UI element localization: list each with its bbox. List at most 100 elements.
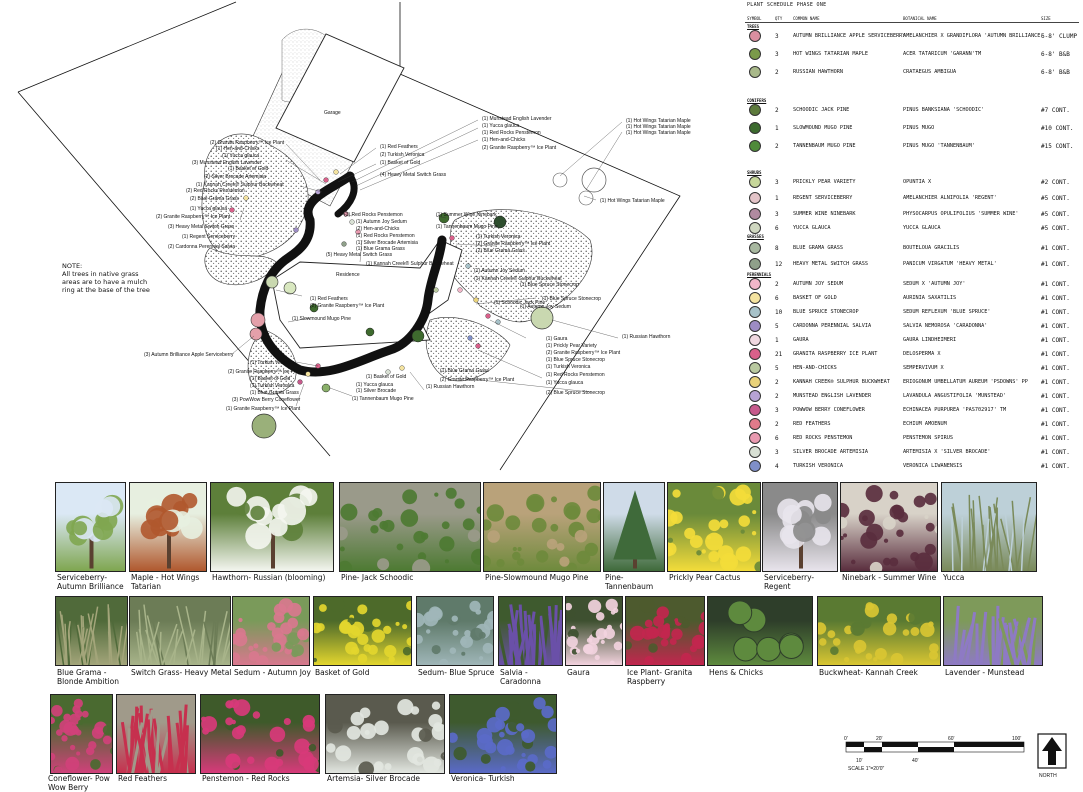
row-size: #5 CONT. — [1041, 225, 1070, 232]
plant-photo — [339, 482, 481, 572]
plant-photo — [667, 482, 761, 572]
plant-photo — [498, 596, 563, 666]
row-size: #10 CONT. — [1041, 125, 1074, 132]
svg-text:(1) Hen-and-Chicks: (1) Hen-and-Chicks — [482, 137, 526, 143]
svg-text:(1) Blue Grama Grass: (1) Blue Grama Grass — [440, 368, 489, 374]
row-common-name: PRICKLY PEAR VARIETY — [793, 179, 855, 185]
svg-text:(2) Granite Raspberry™ Ice Pla: (2) Granite Raspberry™ Ice Plant — [156, 214, 231, 220]
svg-text:(1) Hot Wings Tatarian Maple: (1) Hot Wings Tatarian Maple — [600, 198, 665, 204]
schedule-title: PLANT SCHEDULE PHASE ONE — [747, 2, 826, 8]
plant-photo-caption: Coneflower- Pow Wow Berry — [48, 774, 111, 792]
svg-text:(1) Autumn Joy Sedum: (1) Autumn Joy Sedum — [520, 304, 571, 310]
plant-photo-illustration — [944, 597, 1043, 666]
row-size: #1 CONT. — [1041, 407, 1070, 414]
row-botanical-name: GAURA LINDHEIMERI — [903, 337, 956, 343]
svg-text:(3) Autumn Brilliance Apple Se: (3) Autumn Brilliance Apple Serviceberry — [144, 352, 234, 358]
plant-photo-illustration — [201, 695, 320, 774]
row-size: #1 CONT. — [1041, 393, 1070, 400]
svg-text:(2) Blue Spruce Stonecrop: (2) Blue Spruce Stonecrop — [546, 390, 605, 396]
row-botanical-name: SEDUM REFLEXUM 'BLUE SPRUCE' — [903, 309, 990, 315]
svg-text:(2) Granite Raspberry™ Ice Pla: (2) Granite Raspberry™ Ice Plant — [546, 350, 621, 356]
row-size: #1 CONT. — [1041, 337, 1070, 344]
plant-photo-illustration — [626, 597, 705, 666]
row-qty: 1 — [775, 337, 779, 344]
row-qty: 2 — [775, 143, 779, 150]
row-common-name: YUCCA GLAUCA — [793, 225, 830, 231]
row-size: #1 CONT. — [1041, 281, 1070, 288]
svg-text:(1) Blue Grama Grass: (1) Blue Grama Grass — [250, 390, 299, 396]
row-botanical-name: PINUS MUGO — [903, 125, 934, 131]
svg-text:(1) Hot Wings Tatarian Maple: (1) Hot Wings Tatarian Maple — [626, 124, 691, 130]
plant-photo-illustration — [484, 483, 601, 572]
plant-photo-illustration — [233, 597, 310, 666]
svg-text:(1) Blue Spruce Stonecrop: (1) Blue Spruce Stonecrop — [546, 357, 605, 363]
row-botanical-name: PINUS BANKSIANA 'SCHOODIC' — [903, 107, 984, 113]
plant-symbol-icon — [749, 404, 761, 416]
plant-photo-caption: Penstemon - Red Rocks — [202, 774, 322, 783]
plant-photo — [941, 482, 1037, 572]
row-common-name: REGENT SERVICEBERRY — [793, 195, 852, 201]
svg-text:(1) Yucca glauca: (1) Yucca glauca — [482, 123, 519, 129]
svg-text:(1) Red Feathers: (1) Red Feathers — [310, 296, 348, 302]
plant-photo-illustration — [211, 483, 334, 572]
plant-photo-caption: Salvia - Caradonna — [500, 668, 565, 686]
row-common-name: SUMMER WINE NINEBARK — [793, 211, 855, 217]
plant-photo — [943, 596, 1043, 666]
svg-text:(2) Turkish Veronica: (2) Turkish Veronica — [380, 152, 425, 158]
plant-photo-illustration — [326, 695, 445, 774]
plant-symbol-icon — [749, 242, 761, 254]
plant-symbol-icon — [749, 292, 761, 304]
row-common-name: HEN-AND-CHICKS — [793, 365, 837, 371]
plant-photo-illustration — [668, 483, 761, 572]
property-line — [18, 2, 236, 92]
row-common-name: RED FEATHERS — [793, 421, 830, 427]
row-size: #15 CONT. — [1041, 143, 1074, 150]
row-botanical-name: PHYSOCARPUS OPULIFOLIUS 'SUMMER WINE' — [903, 211, 1019, 217]
row-size: #1 CONT. — [1041, 295, 1070, 302]
plant-symbol-icon — [749, 48, 761, 60]
category-conifers: CONIFERS — [747, 98, 766, 103]
plant-symbol-icon — [749, 432, 761, 444]
row-botanical-name: AMELANCHIER ALNIFOLIA 'REGENT' — [903, 195, 997, 201]
row-botanical-name: AMELANCHIER X GRANDIFLORA 'AUTUMN BRILLI… — [903, 33, 1044, 39]
row-botanical-name: VERONICA LIWANENSIS — [903, 463, 962, 469]
row-qty: 4 — [775, 463, 779, 470]
plant-symbol-icon — [749, 460, 761, 472]
row-qty: 5 — [775, 323, 779, 330]
svg-text:(3) Red Rocks Penstemon: (3) Red Rocks Penstemon — [344, 212, 403, 218]
plant-symbol-icon — [749, 390, 761, 402]
svg-text:(1) Summer Wine Ninebark: (1) Summer Wine Ninebark — [436, 212, 497, 218]
row-qty: 2 — [775, 281, 779, 288]
plant-photo-caption: Ice Plant- Granita Raspberry — [627, 668, 707, 686]
row-size: #1 CONT. — [1041, 323, 1070, 330]
svg-text:(1) Red Rocks Penstemon: (1) Red Rocks Penstemon — [482, 130, 541, 136]
svg-text:(1) Basket of Gold: (1) Basket of Gold — [380, 160, 421, 166]
row-common-name: MUNSTEAD ENGLISH LAVENDER — [793, 393, 871, 399]
row-botanical-name: LAVANDULA ANGUSTIFOLIA 'MUNSTEAD' — [903, 393, 1006, 399]
row-common-name: TANNENBAUM MUGO PINE — [793, 143, 855, 149]
plant-photo-illustration — [763, 483, 838, 572]
plant-photo-caption: Gaura — [567, 668, 625, 677]
header-botanical: BOTANICAL NAME — [903, 16, 937, 21]
row-botanical-name: PENSTEMON SPIRUS — [903, 435, 953, 441]
svg-text:(1) Tannenbaum Mugo Pine: (1) Tannenbaum Mugo Pine — [436, 224, 498, 230]
svg-text:(2) Blue Grama Grass: (2) Blue Grama Grass — [476, 248, 525, 254]
row-botanical-name: SEMPERVIVUM X — [903, 365, 944, 371]
svg-text:(3) PowWow Berry Coneflower: (3) PowWow Berry Coneflower — [232, 397, 301, 403]
row-size: #5 CONT. — [1041, 211, 1070, 218]
row-common-name: CARDONNA PERENNIAL SALVIA — [793, 323, 871, 329]
plant-symbol-icon — [749, 278, 761, 290]
plant-symbol-icon — [749, 66, 761, 78]
plant-photo — [200, 694, 320, 774]
plant-photo-illustration — [130, 483, 207, 572]
scale-segment — [954, 742, 1024, 747]
site-plan: Garage Residence — [0, 0, 740, 478]
